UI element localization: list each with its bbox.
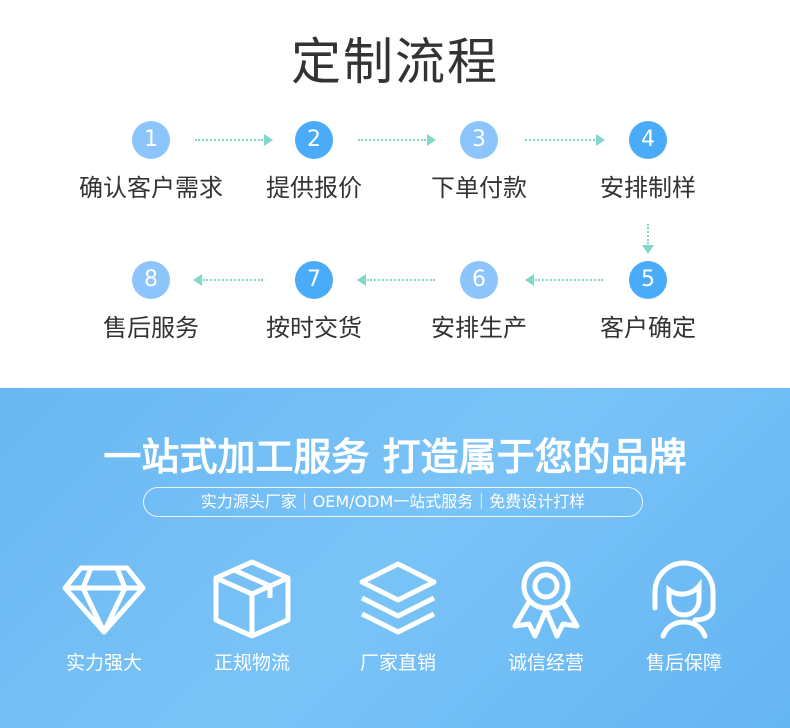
step-number: 6 bbox=[460, 261, 498, 299]
step-label: 安排制样 bbox=[600, 174, 696, 202]
banner-tagline: 实力源头厂家｜OEM/ODM一站式服务｜免费设计打样 bbox=[143, 487, 643, 517]
feature-label: 实力强大 bbox=[65, 652, 142, 674]
step-number: 2 bbox=[295, 121, 333, 159]
feature-integrity: 诚信经营 bbox=[481, 556, 611, 675]
feature-label: 诚信经营 bbox=[507, 652, 584, 674]
step-7: 7 按时交货 bbox=[229, 261, 399, 343]
feature-direct-sales: 厂家直销 bbox=[333, 556, 463, 675]
box-icon bbox=[213, 559, 291, 639]
arrow-right-icon bbox=[358, 134, 436, 146]
step-number: 8 bbox=[132, 261, 170, 299]
feature-label: 厂家直销 bbox=[359, 652, 436, 674]
step-number: 7 bbox=[295, 261, 333, 299]
step-label: 售后服务 bbox=[103, 314, 199, 342]
step-6: 6 安排生产 bbox=[394, 261, 564, 343]
step-number: 1 bbox=[132, 121, 170, 159]
step-number: 5 bbox=[629, 261, 667, 299]
step-label: 下单付款 bbox=[431, 174, 527, 202]
step-8: 8 售后服务 bbox=[66, 261, 236, 343]
arrow-down-icon bbox=[642, 224, 654, 254]
step-number: 3 bbox=[460, 121, 498, 159]
feature-logistics: 正规物流 bbox=[187, 556, 317, 675]
feature-strength: 实力强大 bbox=[39, 556, 169, 675]
step-3: 3 下单付款 bbox=[394, 121, 564, 203]
step-label: 按时交货 bbox=[266, 314, 362, 342]
step-2: 2 提供报价 bbox=[229, 121, 399, 203]
arrow-right-icon bbox=[525, 134, 605, 146]
arrow-right-icon bbox=[195, 134, 273, 146]
step-5: 5 客户确定 bbox=[563, 261, 733, 343]
arrow-left-icon bbox=[525, 274, 603, 286]
layers-icon bbox=[359, 561, 437, 635]
headset-icon bbox=[652, 560, 716, 639]
step-label: 安排生产 bbox=[431, 314, 527, 342]
feature-after-sales: 售后保障 bbox=[619, 556, 749, 675]
step-1: 1 确认客户需求 bbox=[66, 121, 236, 203]
banner-headline: 一站式加工服务 打造属于您的品牌 bbox=[103, 435, 687, 479]
arrow-left-icon bbox=[193, 274, 263, 286]
diamond-icon bbox=[62, 565, 146, 635]
feature-label: 售后保障 bbox=[645, 652, 722, 674]
step-label: 客户确定 bbox=[600, 314, 696, 342]
feature-label: 正规物流 bbox=[213, 652, 290, 674]
arrow-left-icon bbox=[357, 274, 435, 286]
step-number: 4 bbox=[629, 121, 667, 159]
step-4: 4 安排制样 bbox=[563, 121, 733, 203]
page-title: 定制流程 bbox=[291, 33, 499, 91]
step-label: 提供报价 bbox=[266, 174, 362, 202]
services-banner: 一站式加工服务 打造属于您的品牌 实力源头厂家｜OEM/ODM一站式服务｜免费设… bbox=[0, 388, 790, 728]
step-label: 确认客户需求 bbox=[79, 174, 223, 202]
award-icon bbox=[512, 561, 580, 639]
